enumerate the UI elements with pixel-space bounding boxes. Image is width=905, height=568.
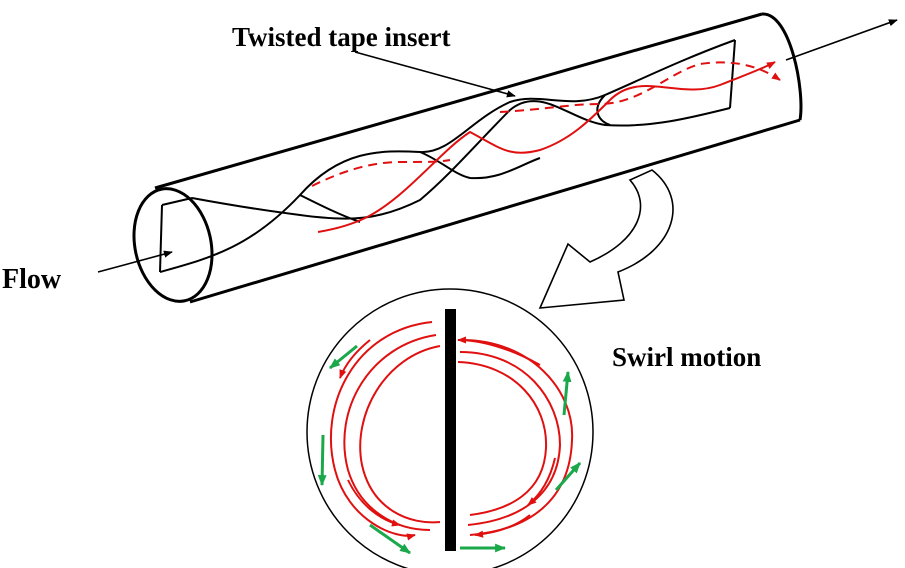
- helical-streamline: [311, 61, 781, 233]
- streamline-solid: [317, 61, 776, 233]
- tube-left-opening: [132, 187, 214, 303]
- streamline-dashed-1: [311, 159, 451, 187]
- flow-outlet-arrow: [785, 19, 898, 61]
- tape-rear-end: [729, 39, 736, 109]
- tube: [132, 12, 803, 304]
- tape-label-leader: [354, 51, 516, 98]
- label-flow: Flow: [2, 264, 62, 295]
- label-swirl-motion: Swirl motion: [612, 342, 761, 372]
- twisted-tape: [159, 39, 736, 273]
- wall-velocity-vectors: [317, 344, 582, 555]
- section-callout-arrow: [538, 169, 674, 309]
- tape-twist-2: [419, 151, 541, 180]
- tape-edge-upper: [159, 39, 736, 273]
- cross-section: [306, 288, 594, 568]
- swirl-right: [457, 336, 574, 538]
- flow-arrows: [97, 19, 898, 273]
- tape-twist-3: [596, 94, 611, 126]
- tube-bottom-edge: [189, 118, 801, 304]
- tape-twist-1: [299, 194, 361, 223]
- swirl-left: [330, 321, 441, 541]
- tube-top-edge: [154, 12, 763, 190]
- tape-edge-lower: [191, 100, 731, 220]
- tube-right-end: [761, 12, 803, 121]
- tape-front-end: [159, 197, 193, 273]
- label-twisted-tape: Twisted tape insert: [232, 22, 450, 52]
- tape-cross-section: [445, 309, 456, 551]
- streamline-dashed-2: [499, 61, 781, 113]
- flow-inlet-arrow: [97, 250, 173, 273]
